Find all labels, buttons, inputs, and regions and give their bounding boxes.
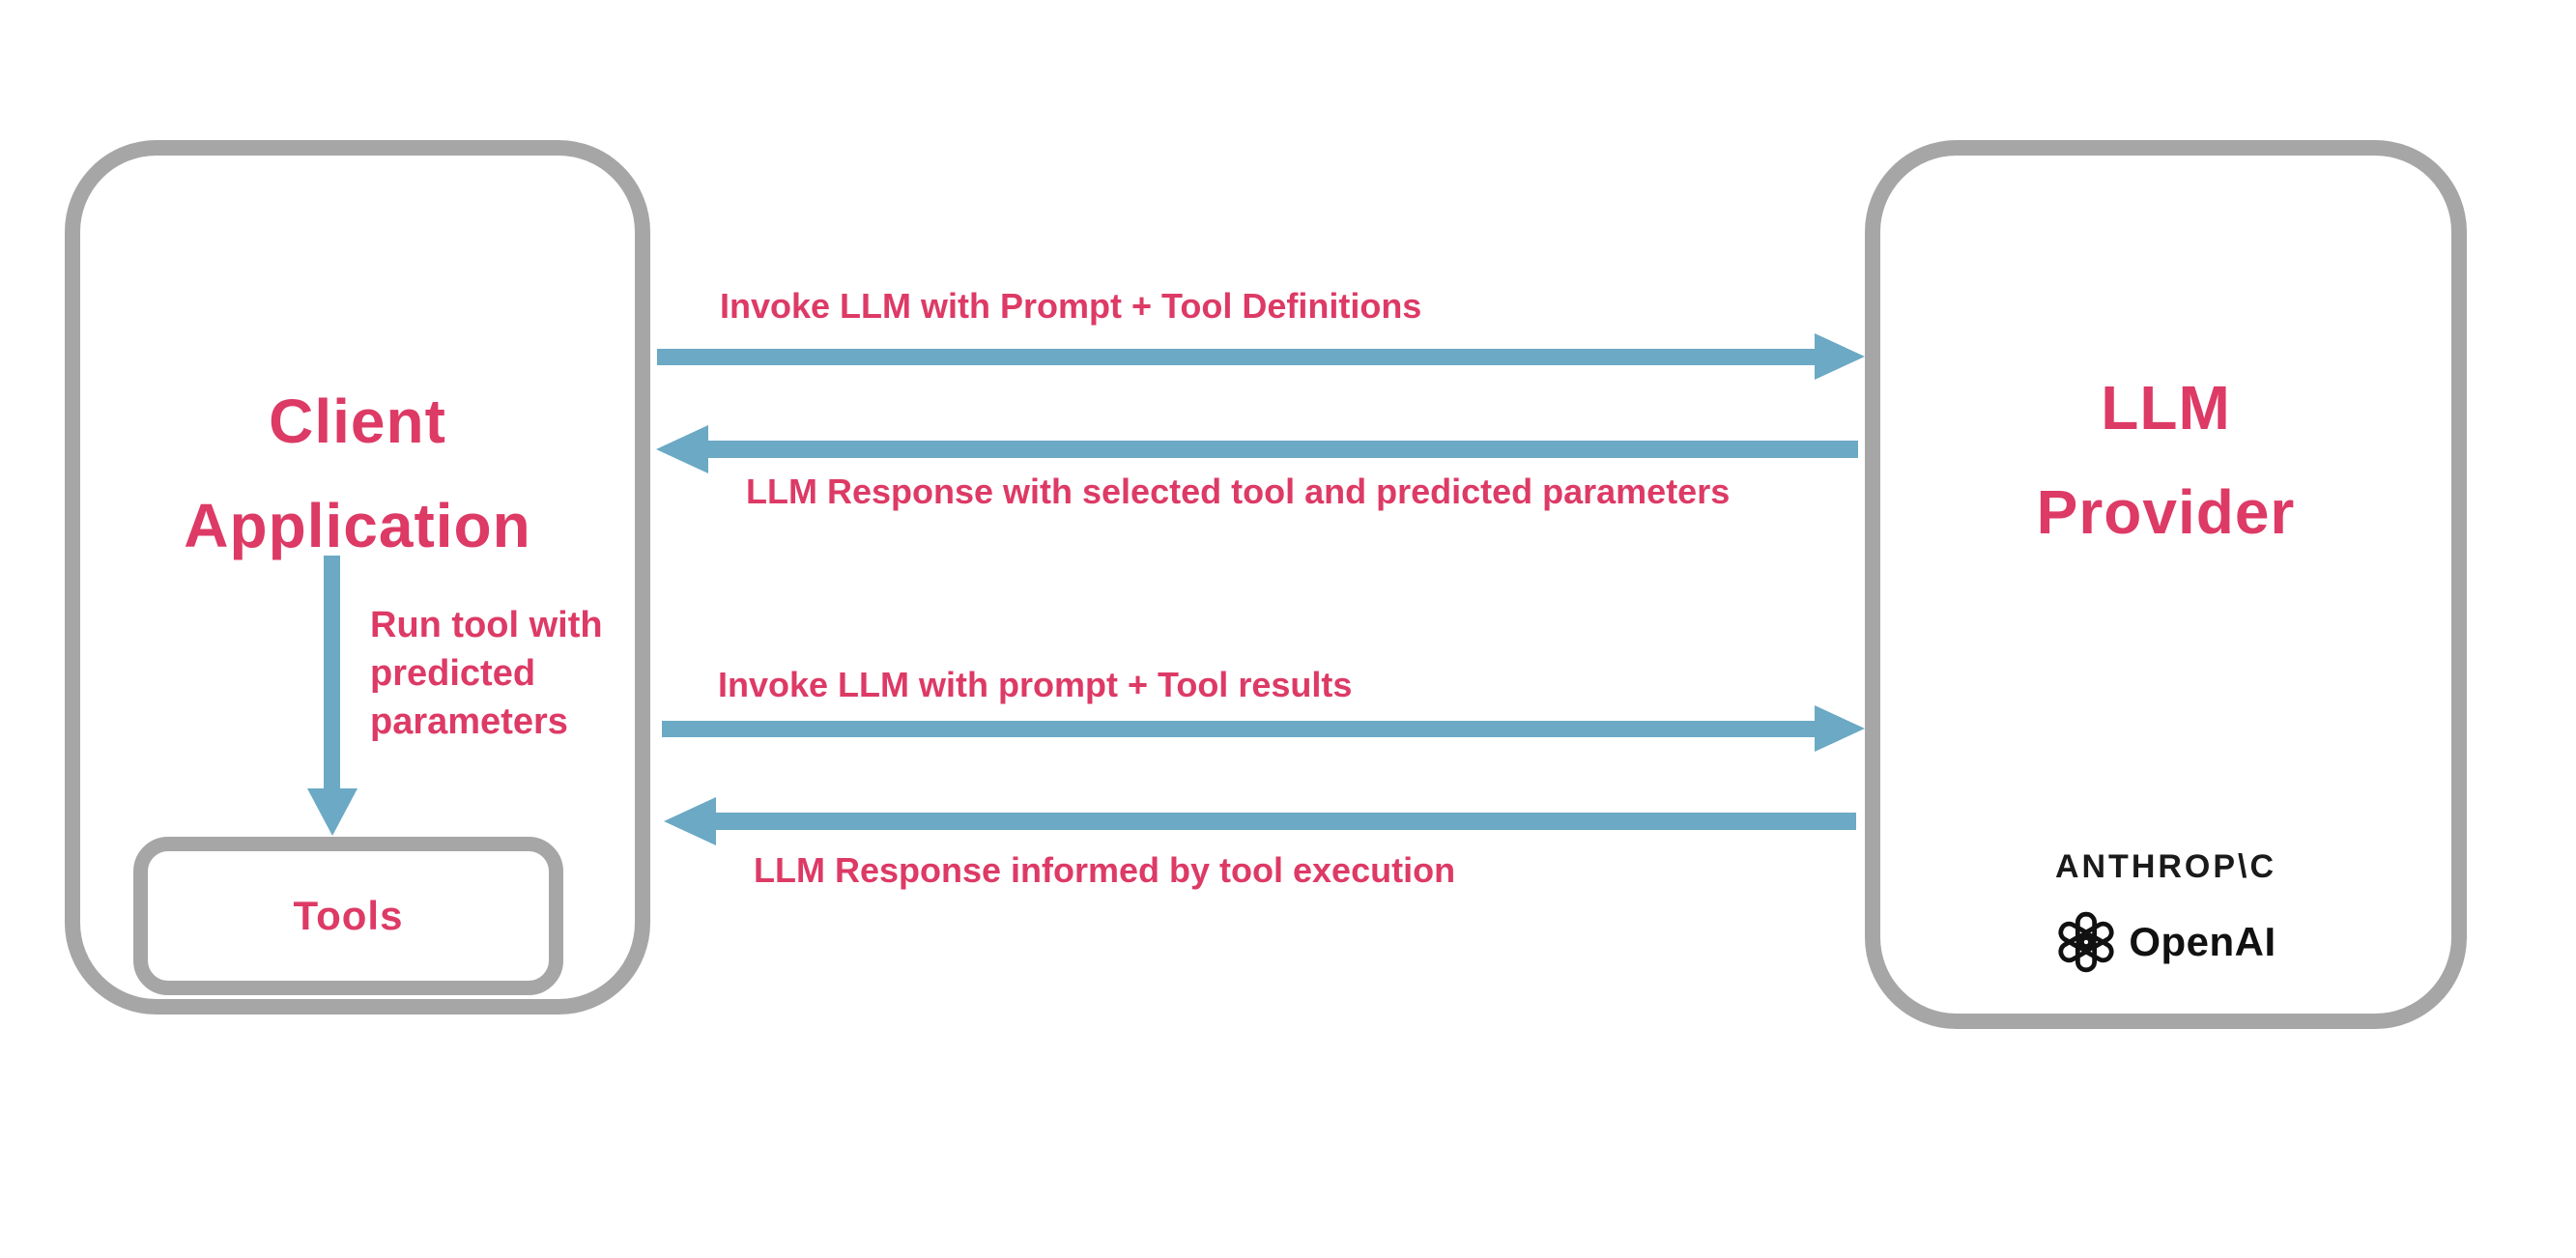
run-tool-arrow-stem bbox=[324, 556, 340, 788]
arrow3-right bbox=[662, 705, 1865, 752]
tools-box-label: Tools bbox=[293, 893, 404, 938]
arrow1-right bbox=[657, 333, 1865, 380]
arrow2-label: LLM Response with selected tool and pred… bbox=[746, 472, 1731, 511]
openai-logo: OpenAI bbox=[1880, 911, 2451, 973]
run-tool-label-line3: parameters bbox=[370, 701, 568, 742]
arrow4-left bbox=[664, 797, 1862, 845]
arrow3-head bbox=[1815, 705, 1865, 752]
arrow3-body bbox=[662, 721, 1815, 737]
client-title-line1: Client bbox=[269, 386, 446, 456]
llm-provider-box: LLM Provider ANTHROP\C OpenAI bbox=[1865, 140, 2467, 1029]
arrow4-label: LLM Response informed by tool execution bbox=[754, 850, 1456, 890]
run-tool-label-line2: predicted bbox=[370, 653, 536, 694]
arrow1-head bbox=[1815, 333, 1865, 380]
provider-title-line1: LLM bbox=[2101, 373, 2231, 443]
arrow4-body bbox=[716, 813, 1856, 830]
client-box-title: Client Application bbox=[80, 369, 635, 578]
arrow1-label: Invoke LLM with Prompt + Tool Definition… bbox=[720, 286, 1422, 326]
anthropic-logo: ANTHROP\C bbox=[2054, 848, 2277, 885]
run-tool-label: Run tool with predicted parameters bbox=[370, 601, 603, 746]
openai-logo-text: OpenAI bbox=[2129, 919, 2276, 964]
arrow2-head bbox=[656, 425, 708, 473]
client-application-box: Client Application Run tool with predict… bbox=[65, 140, 650, 1015]
provider-title-line2: Provider bbox=[2036, 477, 2296, 547]
arrow4-head bbox=[664, 797, 716, 845]
client-title-line2: Application bbox=[184, 491, 531, 560]
arrow2-body bbox=[708, 441, 1858, 458]
run-tool-label-line1: Run tool with bbox=[370, 605, 603, 645]
arrow2-left bbox=[656, 425, 1865, 473]
tools-box: Tools bbox=[133, 837, 563, 995]
run-tool-arrow bbox=[307, 556, 358, 836]
run-tool-arrow-head bbox=[307, 788, 358, 836]
provider-box-title: LLM Provider bbox=[1880, 356, 2451, 564]
arrow3-label: Invoke LLM with prompt + Tool results bbox=[718, 665, 1353, 704]
arrow1-body bbox=[657, 349, 1815, 365]
openai-knot-icon bbox=[2058, 911, 2114, 973]
